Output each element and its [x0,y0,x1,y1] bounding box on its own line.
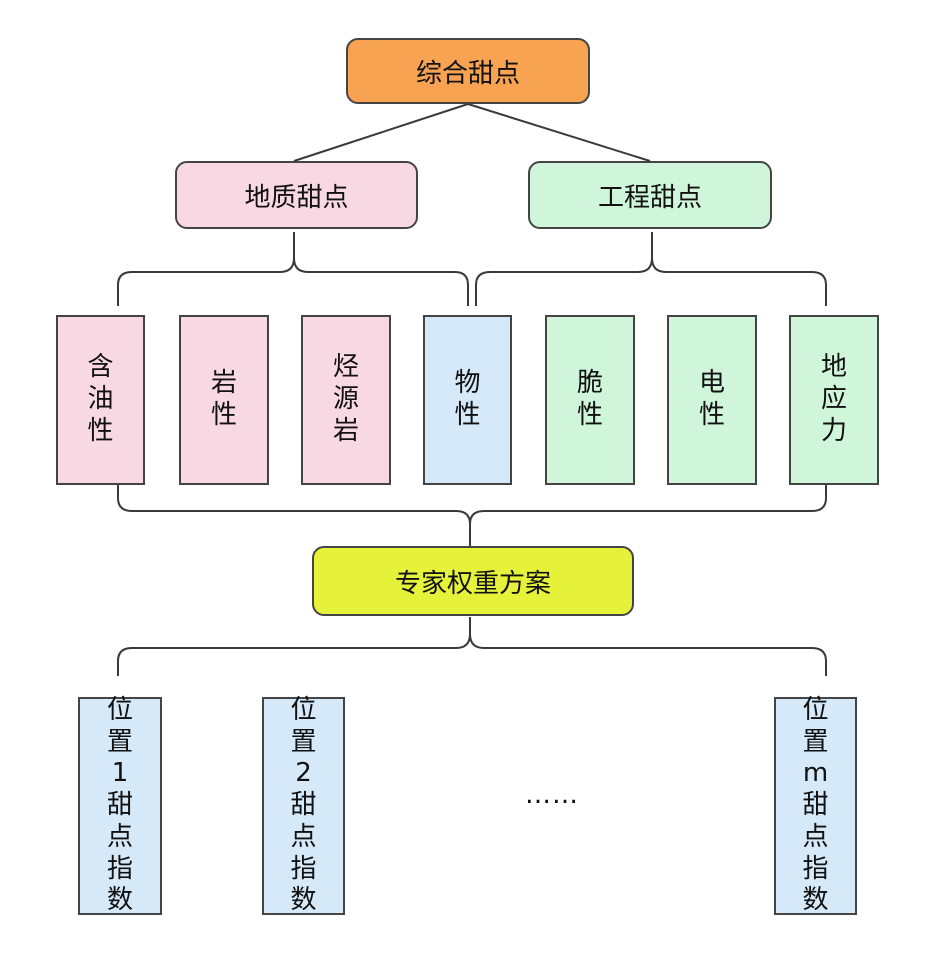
node-comprehensive-label: 综合甜点 [415,58,520,89]
factor-oil-bearing-label: 含油性 [87,352,114,446]
factor-in-situ-stress-label: 地应力 [821,352,848,446]
node-geology-sweet-spot: 地质甜点 [175,161,418,229]
factor-electrical: 电性 [667,315,757,485]
position-1-sweet-spot-index: 位置1甜点指数 [78,694,162,916]
position-2-sweet-spot-index: 位置2甜点指数 [262,694,345,916]
position-1-label: 位置1甜点指数 [107,694,134,916]
connector-top-right [467,103,651,162]
node-engineering-sweet-spot: 工程甜点 [528,161,772,229]
factor-brittleness: 脆性 [545,315,635,485]
factor-source-rock-label: 烃源岩 [333,352,360,446]
node-geology-label: 地质甜点 [244,182,349,213]
node-expert-weight-label: 专家权重方案 [394,568,551,599]
factor-lithology: 岩性 [179,315,269,485]
position-m-sweet-spot-index: 位置m甜点指数 [774,694,857,916]
factor-electrical-label: 电性 [699,368,726,430]
factor-in-situ-stress: 地应力 [789,315,879,485]
connector-top-left [293,103,469,162]
factor-brittleness-label: 脆性 [577,368,604,430]
brace-positions [117,617,827,676]
factor-physical-property-label: 物性 [454,368,481,430]
factor-lithology-label: 岩性 [211,368,238,430]
brace-geology [117,232,469,306]
node-comprehensive-sweet-spot: 综合甜点 [346,38,590,104]
position-m-label: 位置m甜点指数 [802,694,829,916]
position-2-label: 位置2甜点指数 [290,694,317,916]
ellipsis-more-positions: …… [525,780,579,810]
node-expert-weight-scheme: 专家权重方案 [312,546,634,616]
factor-physical-property: 物性 [423,315,512,485]
brace-engineering [475,232,827,306]
factor-source-rock: 烃源岩 [301,315,391,485]
node-engineering-label: 工程甜点 [597,182,702,213]
factor-oil-bearing: 含油性 [56,315,145,485]
brace-factors [117,485,827,546]
